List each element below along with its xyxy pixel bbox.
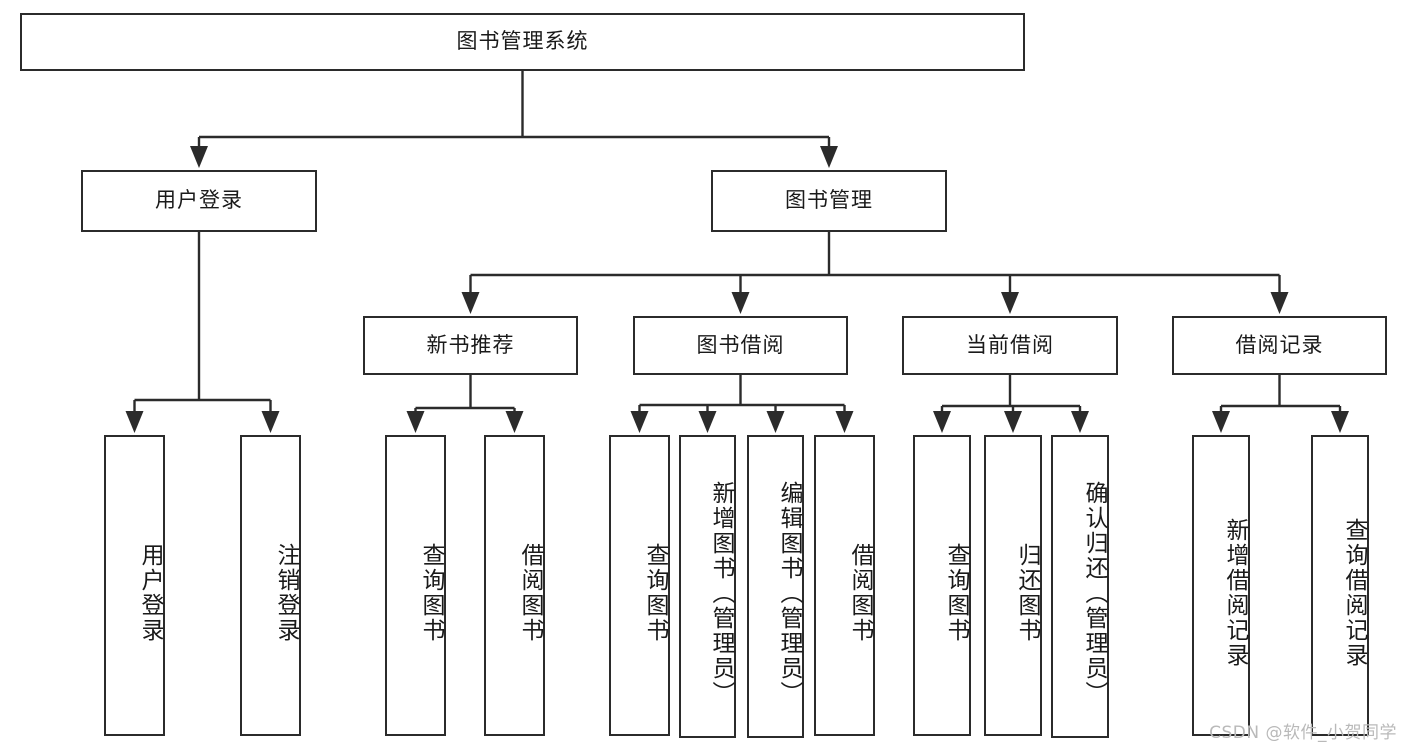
node-leaf-nb-borrow: 借阅图书 — [484, 435, 545, 736]
node-label: 借阅记录 — [1235, 332, 1324, 357]
arrow-head-icon — [933, 411, 951, 433]
node-label: 确认归还（管理员） — [1081, 481, 1107, 706]
arrow-head-icon — [1331, 411, 1349, 433]
node-leaf-bb-query: 查询图书 — [609, 435, 670, 736]
node-leaf-nb-query: 查询图书 — [385, 435, 446, 736]
node-label: 借阅图书 — [517, 542, 543, 643]
node-l2-user: 用户登录 — [81, 170, 317, 232]
node-label: 用户登录 — [137, 542, 163, 643]
node-l2-book: 图书管理 — [711, 170, 947, 232]
node-leaf-bb-edit: 编辑图书（管理员） — [747, 435, 804, 738]
node-label: 新增借阅记录 — [1222, 517, 1248, 668]
node-l3-borrow: 图书借阅 — [633, 316, 848, 375]
node-label: 新增图书（管理员） — [708, 481, 734, 706]
node-label: 查询借阅记录 — [1341, 517, 1367, 668]
node-l3-record: 借阅记录 — [1172, 316, 1387, 375]
node-label: 图书管理 — [785, 188, 873, 213]
arrow-head-icon — [766, 411, 785, 433]
node-root: 图书管理系统 — [20, 13, 1025, 71]
node-label: 查询图书 — [943, 542, 969, 643]
node-label: 归还图书 — [1014, 542, 1040, 643]
arrow-head-icon — [1004, 411, 1022, 433]
arrow-head-icon — [461, 292, 480, 314]
node-leaf-bb-add: 新增图书（管理员） — [679, 435, 736, 738]
node-l3-current: 当前借阅 — [902, 316, 1118, 375]
node-leaf-br-query: 查询借阅记录 — [1311, 435, 1369, 736]
node-label: 图书管理系统 — [456, 29, 589, 54]
arrow-head-icon — [1212, 411, 1230, 433]
arrow-head-icon — [698, 411, 717, 433]
arrow-head-icon — [261, 411, 280, 433]
node-leaf-cb-query: 查询图书 — [913, 435, 971, 736]
arrow-head-icon — [820, 146, 838, 168]
arrow-head-icon — [1071, 411, 1089, 433]
node-label: 图书借阅 — [696, 332, 785, 357]
arrow-head-icon — [505, 411, 524, 433]
arrow-head-icon — [1001, 292, 1019, 314]
node-label: 查询图书 — [418, 542, 444, 643]
node-label: 查询图书 — [642, 542, 668, 643]
watermark-label: CSDN @软件_小贺同学 — [1209, 723, 1397, 743]
node-leaf-br-add: 新增借阅记录 — [1192, 435, 1250, 736]
node-label: 新书推荐 — [426, 332, 515, 357]
arrow-head-icon — [190, 146, 208, 168]
arrow-head-icon — [125, 411, 144, 433]
arrow-head-icon — [1270, 292, 1289, 314]
arrow-head-icon — [731, 292, 750, 314]
node-label: 用户登录 — [155, 188, 243, 213]
arrow-head-icon — [630, 411, 649, 433]
node-label: 借阅图书 — [847, 542, 873, 643]
node-label: 当前借阅 — [966, 332, 1054, 357]
node-leaf-cb-return: 归还图书 — [984, 435, 1042, 736]
node-leaf-cb-confirm: 确认归还（管理员） — [1051, 435, 1109, 738]
node-leaf-bb-borrow: 借阅图书 — [814, 435, 875, 736]
node-leaf-user-logout: 注销登录 — [240, 435, 301, 736]
arrow-head-icon — [406, 411, 425, 433]
arrow-head-icon — [835, 411, 854, 433]
node-leaf-user-login: 用户登录 — [104, 435, 165, 736]
node-l3-newbook: 新书推荐 — [363, 316, 578, 375]
node-label: 编辑图书（管理员） — [776, 481, 802, 706]
node-label: 注销登录 — [273, 542, 299, 643]
